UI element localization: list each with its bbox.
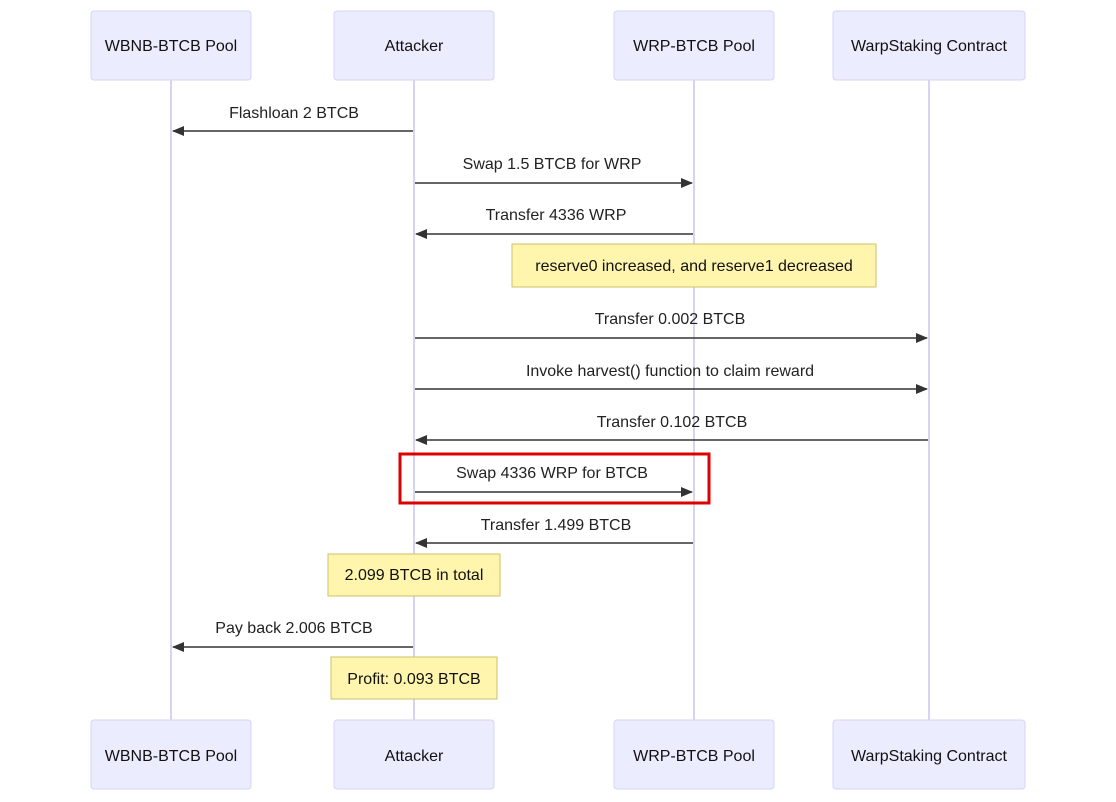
note-reserve-change: reserve0 increased, and reserve1 decreas… xyxy=(511,243,877,288)
note-label: 2.099 BTCB in total xyxy=(345,567,484,584)
actor-bottom-attacker: Attacker xyxy=(333,719,495,790)
message-swap-wrp-for-btcb: Swap 4336 WRP for BTCB xyxy=(398,452,711,505)
actor-bottom-wbnb-btcb-pool: WBNB-BTCB Pool xyxy=(90,719,252,790)
actor-top-warpstaking-contract: WarpStaking Contract xyxy=(832,10,1026,81)
actor-label: WRP-BTCB Pool xyxy=(633,38,755,55)
highlight-box xyxy=(398,452,711,505)
message-invoke-harvest: Invoke harvest() function to claim rewar… xyxy=(415,363,928,394)
note-profit: Profit: 0.093 BTCB xyxy=(330,656,498,700)
actor-bottom-wrp-btcb-pool: WRP-BTCB Pool xyxy=(613,719,775,790)
message-label: Swap 1.5 BTCB for WRP xyxy=(463,156,642,173)
actor-label: Attacker xyxy=(385,748,444,765)
message-transfer-reward: Transfer 0.102 BTCB xyxy=(415,414,928,445)
message-label: Swap 4336 WRP for BTCB xyxy=(456,465,648,482)
message-label: Invoke harvest() function to claim rewar… xyxy=(526,363,814,380)
message-label: Flashloan 2 BTCB xyxy=(229,105,359,122)
actor-label: WRP-BTCB Pool xyxy=(633,748,755,765)
actor-label: WBNB-BTCB Pool xyxy=(105,38,237,55)
message-label: Transfer 4336 WRP xyxy=(486,207,627,224)
actor-top-attacker: Attacker xyxy=(333,10,495,81)
message-transfer-btcb-back: Transfer 1.499 BTCB xyxy=(415,517,693,548)
actor-bottom-warpstaking-contract: WarpStaking Contract xyxy=(832,719,1026,790)
actor-label: Attacker xyxy=(385,38,444,55)
message-transfer-btcb-to-staking: Transfer 0.002 BTCB xyxy=(415,311,928,343)
message-label: Transfer 0.002 BTCB xyxy=(595,311,746,328)
message-label: Transfer 1.499 BTCB xyxy=(481,517,632,534)
note-total: 2.099 BTCB in total xyxy=(327,553,501,597)
actor-top-wbnb-btcb-pool: WBNB-BTCB Pool xyxy=(90,10,252,81)
note-label: Profit: 0.093 BTCB xyxy=(347,671,480,688)
actor-label: WarpStaking Contract xyxy=(851,38,1007,55)
message-label: Pay back 2.006 BTCB xyxy=(215,620,372,637)
message-swap-btcb-for-wrp: Swap 1.5 BTCB for WRP xyxy=(415,156,693,188)
message-label: Transfer 0.102 BTCB xyxy=(597,414,748,431)
note-label: reserve0 increased, and reserve1 decreas… xyxy=(535,258,853,275)
message-transfer-wrp: Transfer 4336 WRP xyxy=(415,207,693,239)
actor-top-wrp-btcb-pool: WRP-BTCB Pool xyxy=(613,10,775,81)
message-flashloan: Flashloan 2 BTCB xyxy=(172,105,413,136)
actor-label: WarpStaking Contract xyxy=(851,748,1007,765)
actor-label: WBNB-BTCB Pool xyxy=(105,748,237,765)
message-pay-back: Pay back 2.006 BTCB xyxy=(172,620,413,652)
